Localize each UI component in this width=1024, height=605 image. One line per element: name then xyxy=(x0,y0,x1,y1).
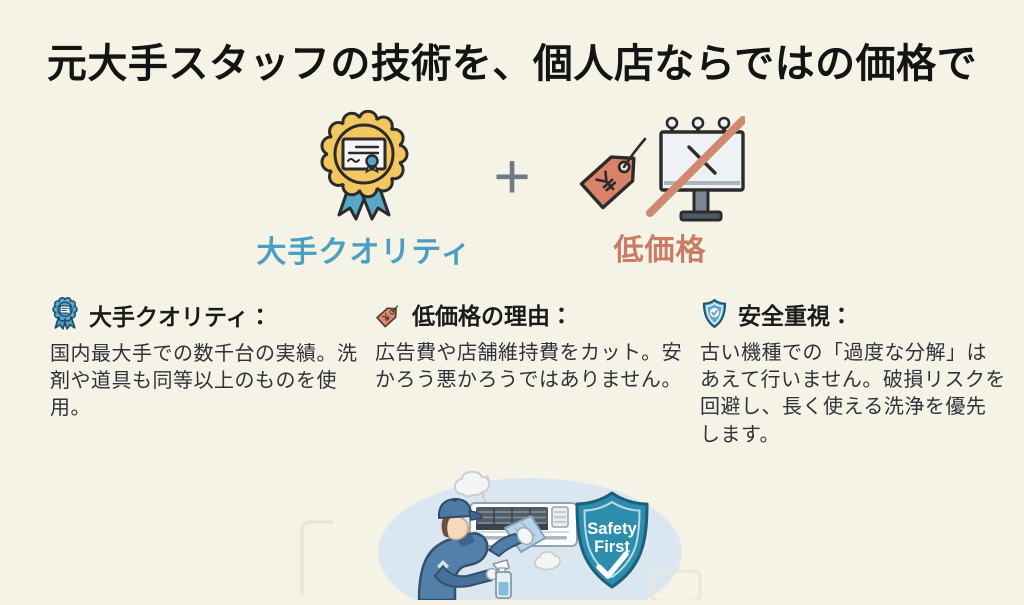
feature-low-price-body: 広告費や店舗維持費をカット。安 かろう悪かろうではありません。 xyxy=(375,342,683,392)
quality-plus-price-diagram: 大手クオリティ + 低価格 xyxy=(0,110,1024,271)
quality-group: 大手クオリティ xyxy=(249,110,479,271)
feature-columns: 大手クオリティ： 国内最大手での数千台の実績。洗 剤や道具も同等以上のものを使 … xyxy=(0,297,1024,449)
feature-low-price-heading: 低価格の理由： xyxy=(412,303,573,329)
feature-quality-heading: 大手クオリティ： xyxy=(89,303,272,330)
medal-badge-icon xyxy=(52,297,78,330)
feature-quality-header: 大手クオリティ： xyxy=(50,297,362,332)
price-tag-icon xyxy=(376,305,399,328)
page-title: 元大手スタッフの技術を、個人店ならではの価格で xyxy=(46,42,978,86)
low-price-label: 低価格 xyxy=(613,234,707,267)
badge-text-line1: Safety xyxy=(587,520,637,538)
feature-safety-body: 古い機種での「過度な分解」は あえて行いません。破損リスクを 回避し、長く使える… xyxy=(700,342,1006,446)
feature-low-price-header: 低価格の理由： xyxy=(375,297,683,331)
feature-quality-body: 国内最大手での数千台の実績。洗 剤や道具も同等以上のものを使 用。 xyxy=(50,343,358,420)
badge-text-line2: First xyxy=(594,538,630,556)
feature-safety: 安全重視： 古い機種での「過度な分解」は あえて行いません。破損リスクを 回避し… xyxy=(700,297,1018,449)
shield-check-icon xyxy=(702,298,727,329)
price-tag-no-ads-icon xyxy=(579,116,745,222)
feature-quality: 大手クオリティ： 国内最大手での数千台の実績。洗 剤や道具も同等以上のものを使 … xyxy=(50,297,362,449)
feature-safety-header: 安全重視： xyxy=(700,297,1018,331)
low-price-group: 低価格 xyxy=(545,110,775,269)
ac-cleaning-illustration: Safety First xyxy=(300,470,702,605)
plus-icon: + xyxy=(493,140,531,212)
quality-label: 大手クオリティ xyxy=(256,236,472,269)
feature-low-price: 低価格の理由： 広告費や店舗維持費をカット。安 かろう悪かろうではありません。 xyxy=(375,297,683,449)
certificate-medal-icon xyxy=(320,110,409,221)
hero-illustration: Safety First xyxy=(293,450,733,605)
feature-safety-heading: 安全重視： xyxy=(738,303,853,329)
